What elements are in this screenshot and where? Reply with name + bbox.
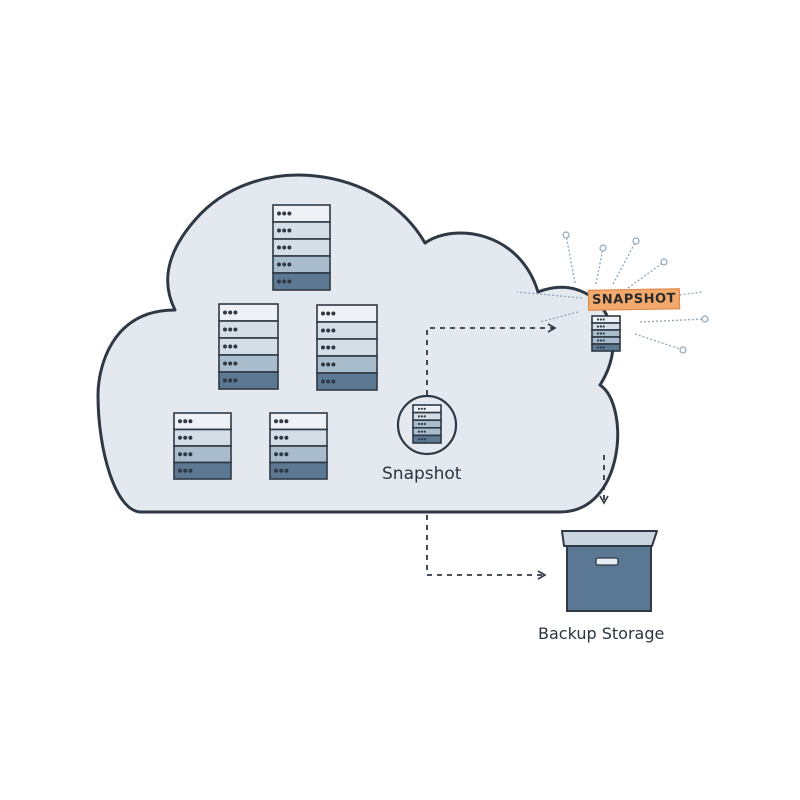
server-rack-icon	[218, 303, 279, 390]
snapshot-server-icon	[591, 315, 621, 352]
connector-arrow-to-tag	[426, 323, 557, 395]
server-rack-icon	[173, 412, 232, 480]
backup-storage-label: Backup Storage	[538, 624, 665, 643]
storage-box-icon	[561, 530, 658, 612]
snapshot-label: Snapshot	[382, 464, 462, 484]
server-rack-icon	[591, 315, 621, 352]
server-rack-icon	[269, 412, 328, 480]
snapshot-tag: SNAPSHOT	[587, 288, 681, 311]
server-rack-icon	[412, 404, 442, 444]
server-rack-icon	[272, 204, 331, 291]
server-rack-icon	[316, 304, 378, 391]
connector-arrow-to-backup	[426, 515, 547, 580]
snapshot-icon	[396, 394, 458, 456]
snapshot-burst	[516, 231, 709, 354]
